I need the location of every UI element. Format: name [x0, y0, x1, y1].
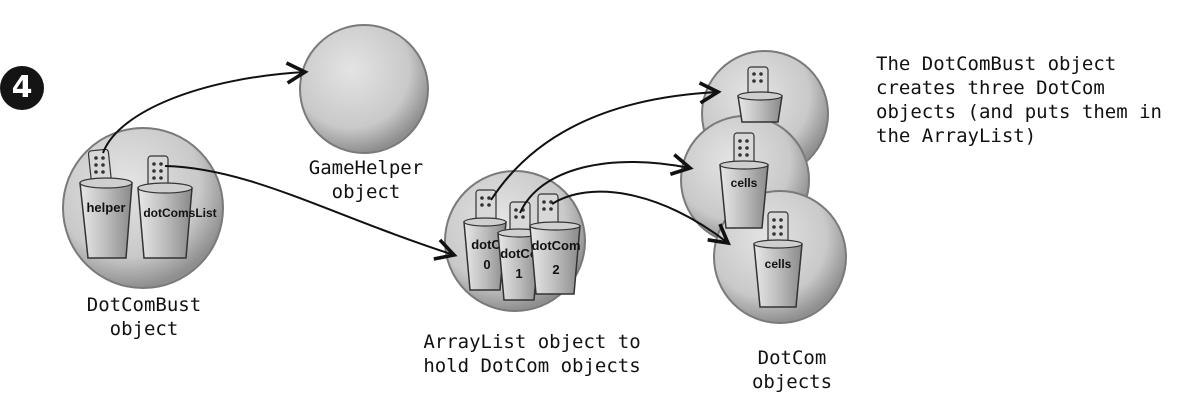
slot-2-index: 2: [552, 262, 559, 277]
helper-reference: helper: [79, 148, 133, 259]
slot-2-label: dotCom: [531, 238, 580, 253]
dotcom-2-cells-label: cells: [731, 176, 758, 190]
arraylist-slot-1: dotCo 1: [497, 201, 541, 301]
dotcombust-caption: DotComBust object: [86, 294, 202, 340]
arrow-slot0-to-dotcom1: [490, 81, 722, 201]
arrow-helper-to-gamehelper: [102, 61, 309, 154]
dotcom-caption: DotCom objects: [751, 347, 833, 393]
dotcomslist-label: dotComsList: [143, 206, 216, 220]
gamehelper-caption: GameHelper object: [308, 157, 424, 203]
dotcom-1-cells-reference: [737, 66, 783, 123]
dotcom-3-cells-label: cells: [765, 257, 792, 271]
arrow-dotcomslist-to-arraylist: [164, 165, 458, 261]
dotcom-2-cells-reference: cells: [719, 132, 769, 229]
arrow-slot2-to-dotcom3: [551, 190, 731, 246]
arraylist-caption: ArrayList object to hold DotCom objects: [423, 331, 641, 377]
slot-1-index: 1: [515, 266, 522, 281]
slot-0-index: 0: [483, 257, 490, 272]
helper-label: helper: [86, 200, 125, 215]
explanation-note: The DotComBust object creates three DotC…: [876, 53, 1162, 147]
gamehelper-object: [299, 24, 429, 154]
dotcomslist-reference: dotComsList: [137, 155, 217, 259]
slot-0-label: dotC: [471, 237, 501, 252]
arrow-slot1-to-dotcom2: [519, 153, 694, 214]
step-number-badge: 4: [0, 66, 44, 110]
arraylist-slot-2: dotCom 2: [529, 193, 581, 295]
slot-1-label: dotCo: [500, 246, 538, 261]
dotcom-3-cells-reference: cells: [753, 211, 803, 308]
